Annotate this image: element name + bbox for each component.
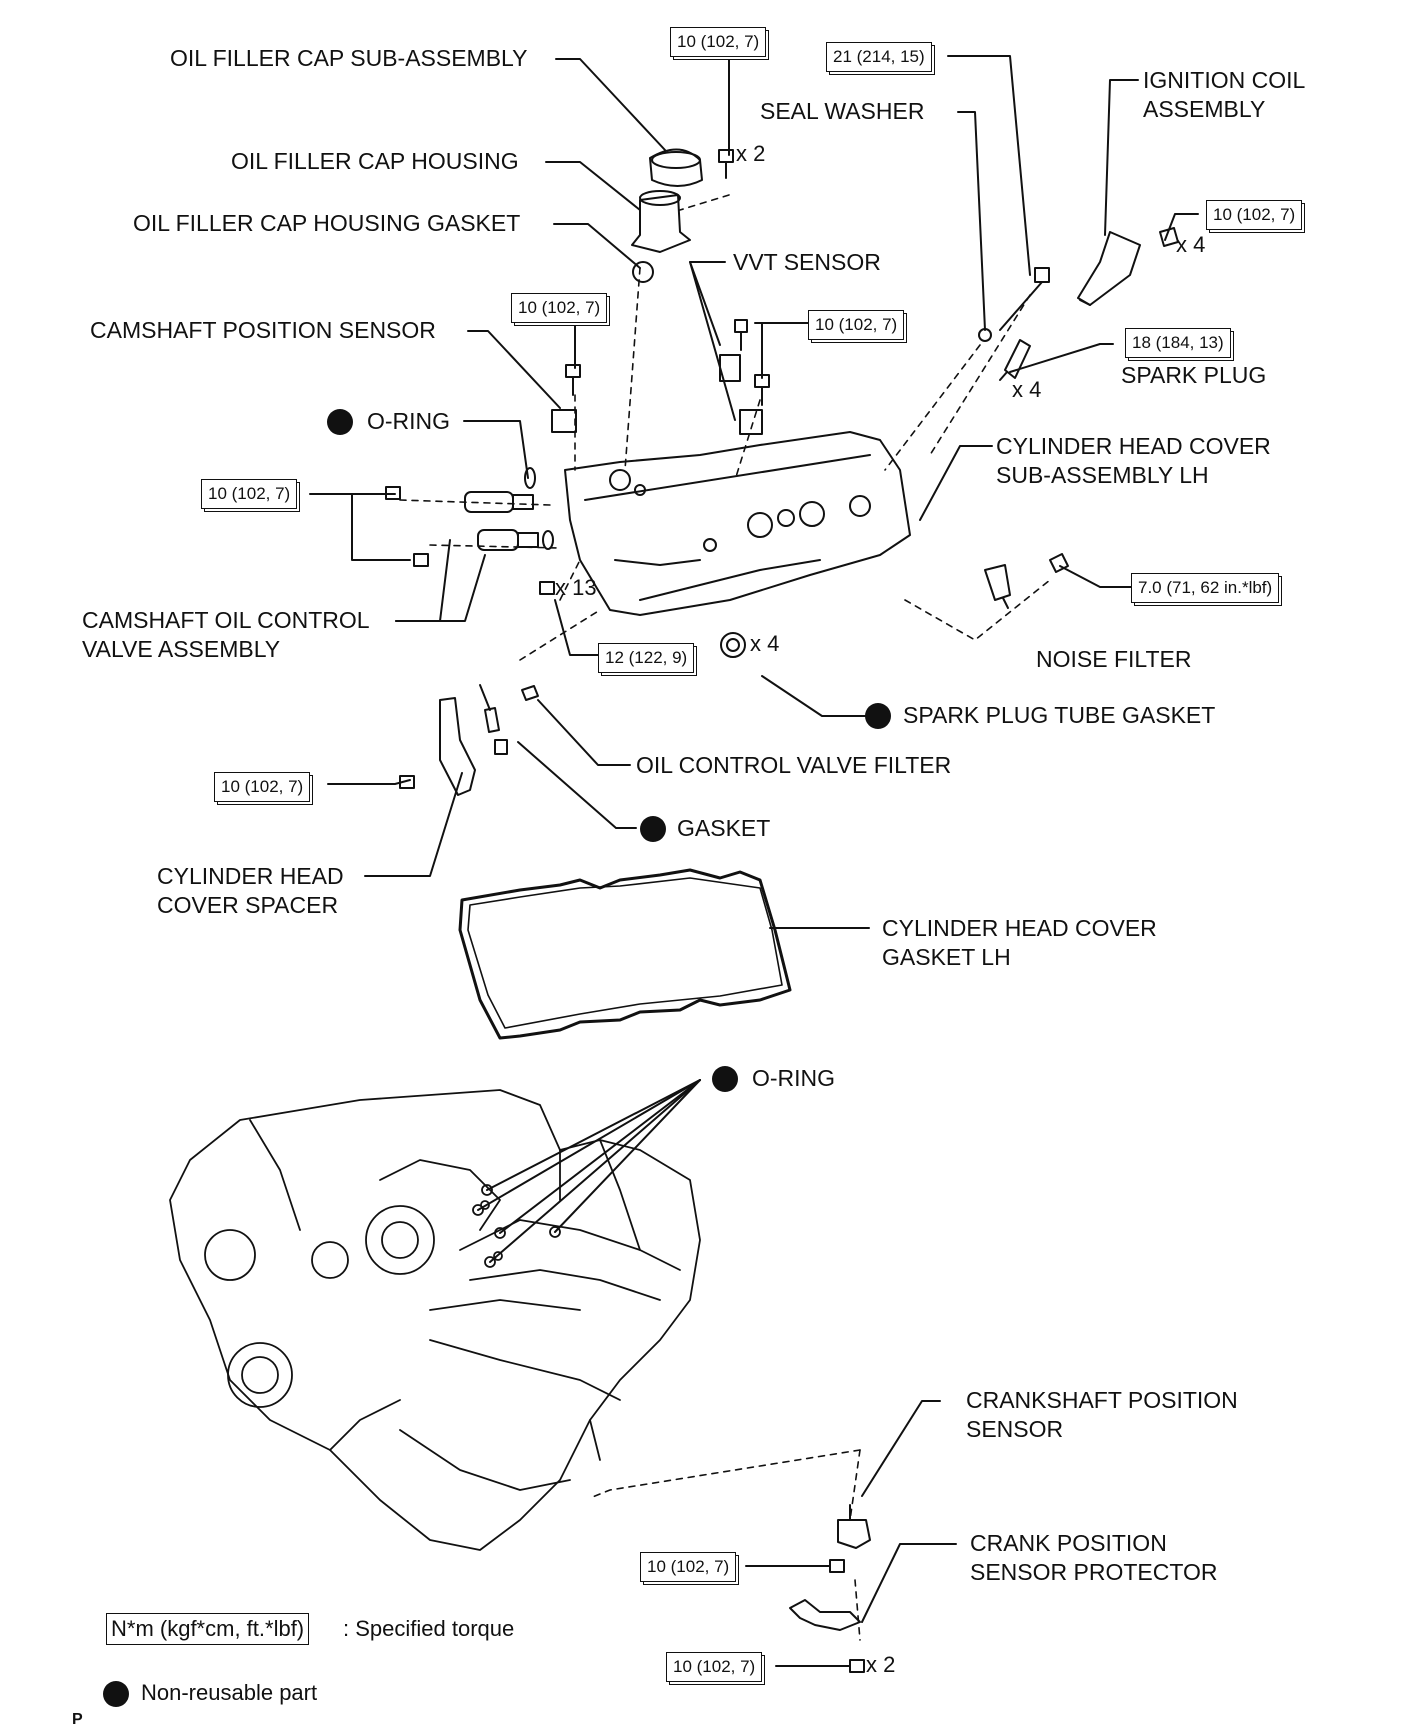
dashed-lines bbox=[399, 194, 1051, 1641]
label-oil-filler-cap-housing-gasket: OIL FILLER CAP HOUSING GASKET bbox=[133, 210, 521, 236]
label-ignition-coil-line2: ASSEMBLY bbox=[1143, 96, 1266, 122]
qty-cover-bolts: x 13 bbox=[555, 575, 597, 600]
nonreusable-dot-spark-plug-tube-gasket bbox=[865, 703, 891, 729]
torque-noise-filter-bolt: 7.0 (71, 62 in.*lbf) bbox=[1131, 573, 1280, 603]
label-cylinder-head-cover-spacer-line1: CYLINDER HEAD bbox=[157, 863, 344, 889]
qty-protector-bolts: x 2 bbox=[866, 1652, 896, 1677]
label-camshaft-position-sensor: CAMSHAFT POSITION SENSOR bbox=[90, 317, 436, 343]
ocv-drawings bbox=[464, 491, 539, 551]
cylinder-head-cover-drawing bbox=[564, 431, 911, 616]
label-spark-plug-tube-gasket: SPARK PLUG TUBE GASKET bbox=[903, 702, 1216, 728]
legend-torque-desc: : Specified torque bbox=[343, 1616, 515, 1641]
qty-tube-gaskets: x 4 bbox=[750, 631, 780, 656]
bolts bbox=[385, 149, 1179, 1673]
engine-block-drawing bbox=[169, 1089, 701, 1551]
qty-filler-bolts: x 2 bbox=[736, 141, 766, 166]
leader-lines bbox=[364, 58, 1139, 1623]
label-cylinder-head-cover-spacer-line2: COVER SPACER bbox=[157, 892, 339, 918]
label-oil-filler-cap-housing: OIL FILLER CAP HOUSING bbox=[231, 148, 519, 174]
oil-filler-cap-drawing bbox=[649, 148, 703, 187]
label-cylinder-head-cover-gasket-line1: CYLINDER HEAD COVER bbox=[882, 915, 1157, 941]
label-spark-plug: SPARK PLUG bbox=[1121, 362, 1267, 388]
label-seal-washer: SEAL WASHER bbox=[760, 98, 925, 124]
label-vvt-sensor: VVT SENSOR bbox=[733, 249, 881, 275]
cover-gasket-drawing bbox=[458, 868, 792, 1040]
label-o-ring-upper: O-RING bbox=[367, 408, 451, 434]
label-oil-filler-cap-sub-assembly: OIL FILLER CAP SUB-ASSEMBLY bbox=[170, 45, 528, 71]
label-oil-control-valve-filter: OIL CONTROL VALVE FILTER bbox=[636, 752, 952, 778]
label-crank-position-protector-line1: CRANK POSITION bbox=[970, 1530, 1167, 1556]
qty-coil-bolts: x 4 bbox=[1176, 232, 1206, 257]
corner-mark: P bbox=[72, 1711, 83, 1728]
label-camshaft-oil-control-valve-line2: VALVE ASSEMBLY bbox=[82, 636, 281, 662]
torque-filler-housing-bolt: 10 (102, 7) bbox=[670, 27, 767, 57]
spark-plug-drawing bbox=[999, 339, 1031, 381]
noise-filter-drawing bbox=[984, 564, 1011, 609]
torque-vvt-bolt: 10 (102, 7) bbox=[808, 310, 905, 340]
torque-spacer-bolt: 10 (102, 7) bbox=[214, 772, 311, 802]
oil-filler-housing-drawing bbox=[631, 190, 691, 283]
label-ignition-coil-line1: IGNITION COIL bbox=[1143, 67, 1306, 93]
qty-spark-plugs: x 4 bbox=[1012, 377, 1042, 402]
label-camshaft-oil-control-valve-line1: CAMSHAFT OIL CONTROL bbox=[82, 607, 370, 633]
nonreusable-dot-o-ring-upper bbox=[327, 409, 353, 435]
label-cylinder-head-cover-line2: SUB-ASSEMBLY LH bbox=[996, 462, 1209, 488]
torque-stems bbox=[309, 41, 1199, 1667]
label-crankshaft-position-sensor-line2: SENSOR bbox=[966, 1416, 1064, 1442]
label-cylinder-head-cover-gasket-line2: GASKET LH bbox=[882, 944, 1011, 970]
label-gasket: GASKET bbox=[677, 815, 771, 841]
spacer-drawing bbox=[439, 684, 539, 796]
label-cylinder-head-cover-line1: CYLINDER HEAD COVER bbox=[996, 433, 1271, 459]
label-crank-position-protector-line2: SENSOR PROTECTOR bbox=[970, 1559, 1218, 1585]
torque-spark-plug: 18 (184, 13) bbox=[1125, 328, 1231, 358]
label-crankshaft-position-sensor-line1: CRANKSHAFT POSITION bbox=[966, 1387, 1238, 1413]
legend-nonreusable-dot bbox=[103, 1681, 129, 1707]
sensor-drawings bbox=[524, 354, 763, 550]
label-o-ring-lower: O-RING bbox=[752, 1065, 836, 1091]
spark-plug-tube-gasket-drawing bbox=[720, 632, 746, 658]
torque-ignition-coil-bolt: 10 (102, 7) bbox=[1206, 200, 1303, 230]
torque-cam-sensor-bolt: 10 (102, 7) bbox=[511, 293, 608, 323]
nonreusable-dot-gasket bbox=[640, 816, 666, 842]
legend-torque-unit-box: N*m (kgf*cm, ft.*lbf) bbox=[106, 1613, 310, 1645]
torque-cover-bolt: 12 (122, 9) bbox=[598, 643, 695, 673]
crank-protector-drawing bbox=[789, 1599, 861, 1631]
torque-crank-sensor-bolt: 10 (102, 7) bbox=[640, 1552, 737, 1582]
nonreusable-dot-o-ring-lower bbox=[712, 1066, 738, 1092]
legend-nonreusable-desc: Non-reusable part bbox=[141, 1680, 318, 1705]
label-noise-filter: NOISE FILTER bbox=[1036, 646, 1192, 672]
crank-sensor-drawing bbox=[837, 1504, 871, 1549]
torque-protector-bolt: 10 (102, 7) bbox=[666, 1652, 763, 1682]
torque-seal-washer-bolt: 21 (214, 15) bbox=[826, 42, 932, 72]
torque-ocv-bolt: 10 (102, 7) bbox=[201, 479, 298, 509]
ignition-coil-drawing bbox=[1077, 231, 1141, 306]
